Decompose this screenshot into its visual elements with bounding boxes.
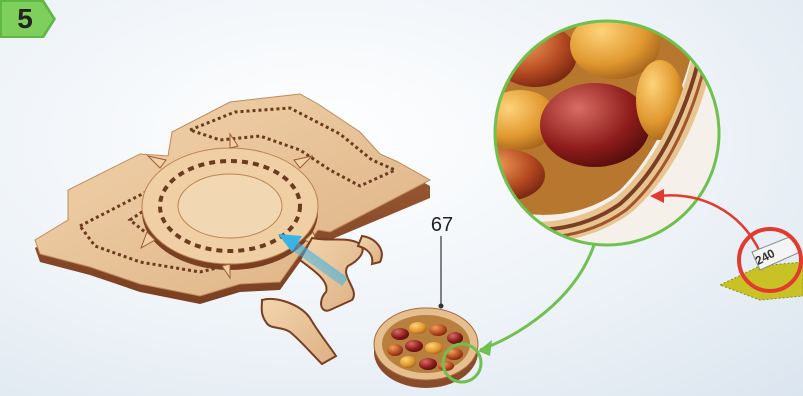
step-badge-icon: 5	[0, 0, 58, 38]
step-number: 5	[10, 3, 40, 35]
magnifier-callout-icon	[465, 11, 730, 255]
part-number-label: 67	[426, 214, 458, 237]
callout-line	[480, 245, 594, 350]
bowl-part	[374, 236, 481, 388]
